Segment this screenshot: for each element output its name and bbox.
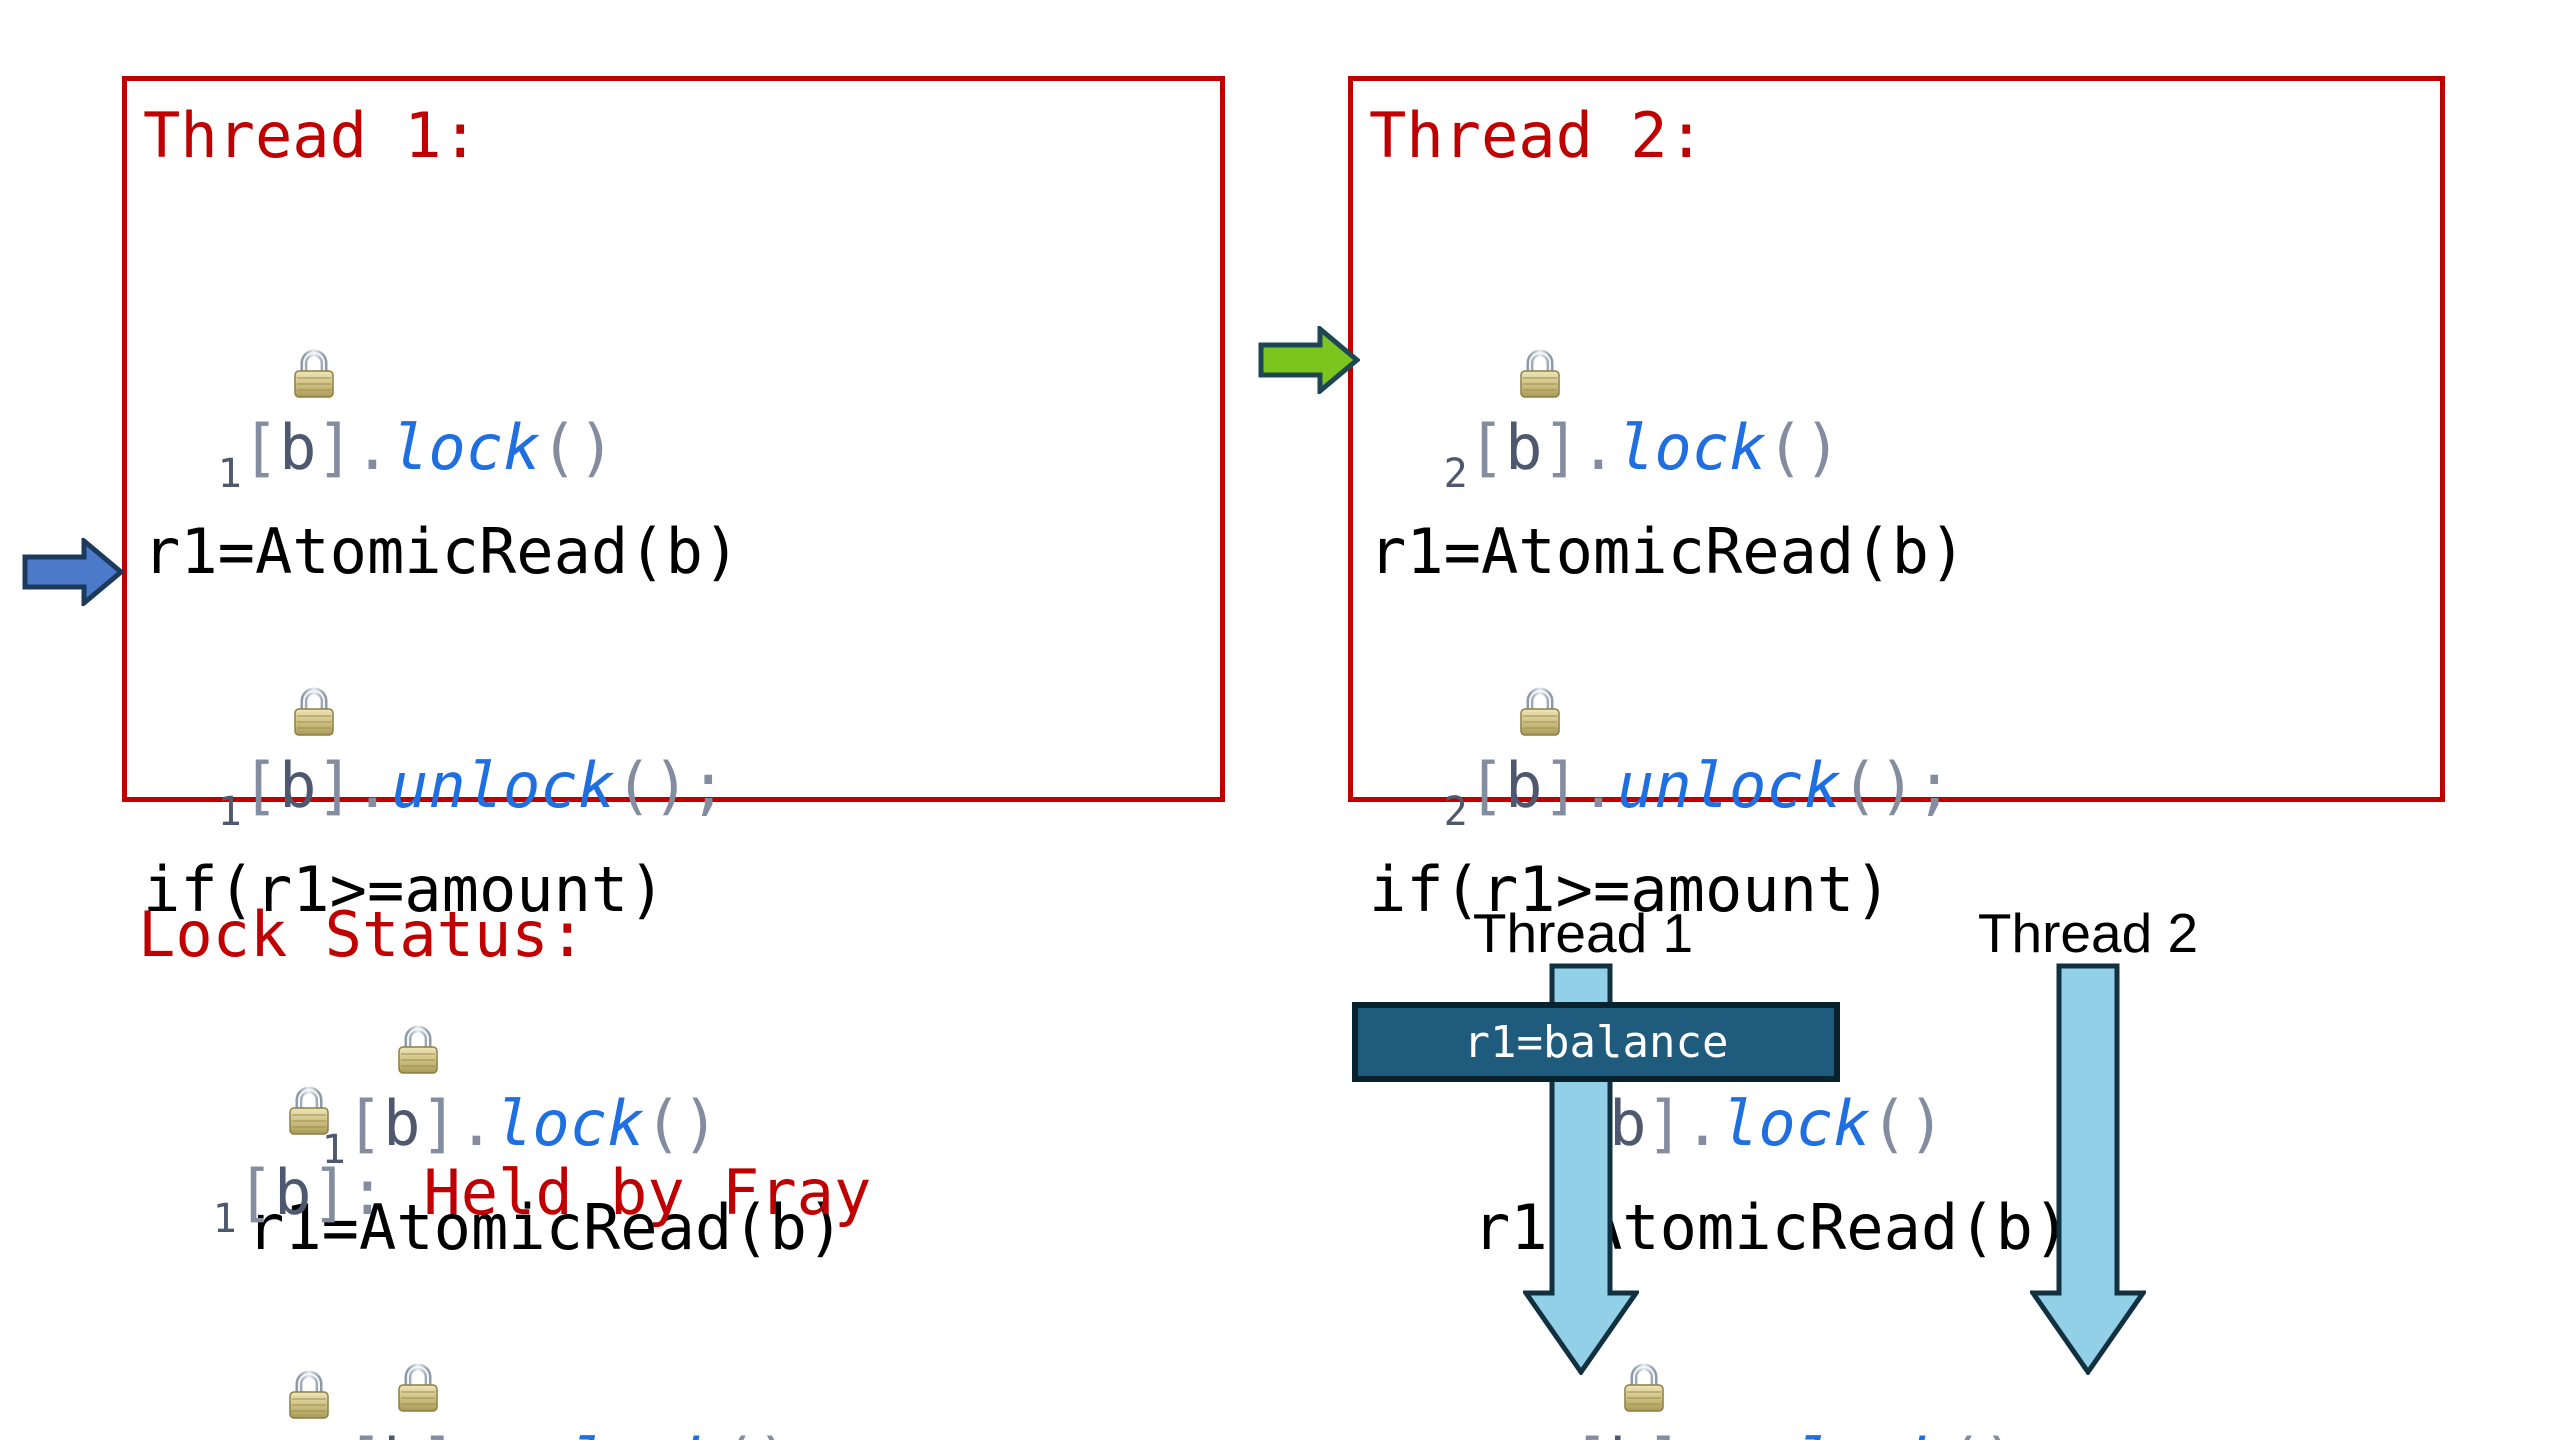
code-token: Held by Fray bbox=[423, 1156, 872, 1229]
code-line: 1[b].unlock(); bbox=[143, 591, 1214, 851]
r1-balance-event-label: r1=balance bbox=[1463, 1016, 1729, 1068]
code-token: lock bbox=[1617, 411, 1767, 484]
code-token: ]. bbox=[316, 411, 392, 484]
code-line: r1=AtomicRead(b) bbox=[143, 513, 1214, 591]
lock-icon bbox=[396, 1361, 440, 1413]
code-token: r1=AtomicRead(b) bbox=[247, 1191, 845, 1264]
lock-subscript: 1 bbox=[217, 451, 242, 497]
lock-status-panel: Lock Status: 1[b]: Held by Fray 2[b]: He… bbox=[138, 892, 871, 1440]
code-token: [ bbox=[236, 1156, 275, 1229]
code-token: ]: bbox=[311, 1156, 424, 1229]
code-line: 2[b].unlock(); bbox=[1369, 591, 2434, 851]
code-token: b bbox=[383, 1425, 420, 1440]
code-token: () bbox=[540, 411, 616, 484]
code-token: r1=AtomicRead(b) bbox=[143, 515, 741, 588]
lock-subscript: 2 bbox=[1443, 451, 1468, 497]
code-token: ]. bbox=[1646, 1087, 1722, 1160]
lock-icon bbox=[1622, 1361, 1666, 1413]
blue-execution-pointer-arrow-icon bbox=[22, 538, 124, 606]
thread1-title: Thread 1: bbox=[143, 99, 479, 172]
code-line: if(r1>=amount) bbox=[143, 851, 1214, 929]
lock-subscript: 1 bbox=[212, 1196, 237, 1242]
code-token: () bbox=[644, 1087, 720, 1160]
code-token: [ bbox=[1572, 1425, 1609, 1440]
lock-icon bbox=[292, 347, 336, 399]
code-token: ]. bbox=[1542, 749, 1618, 822]
code-token: b bbox=[279, 411, 317, 484]
code-token: lock bbox=[1721, 1087, 1871, 1160]
code-token: ]. bbox=[1646, 1425, 1721, 1440]
code-line: 2[b]: Held by T2 bbox=[138, 1262, 871, 1440]
code-line: r1=AtomicRead(b) bbox=[143, 1189, 1214, 1267]
code-token: ]. bbox=[420, 1087, 496, 1160]
code-token: unlock bbox=[495, 1425, 719, 1440]
code-line: 1[b].lock() bbox=[143, 929, 1214, 1189]
code-token: b bbox=[383, 1087, 421, 1160]
code-token: ]. bbox=[420, 1425, 495, 1440]
code-token: [ bbox=[241, 411, 280, 484]
timeline-thread1-label: Thread 1 bbox=[1472, 902, 1694, 964]
timeline-thread2-label: Thread 2 bbox=[1977, 902, 2199, 964]
r1-balance-event-box: r1=balance bbox=[1352, 1002, 1840, 1082]
code-token: r1=AtomicRead(b) bbox=[1369, 515, 1967, 588]
lock-subscript: 1 bbox=[321, 1127, 346, 1173]
lock-status-entries: 1[b]: Held by Fray 2[b]: Held by T2 bbox=[138, 978, 871, 1440]
code-token: ]. bbox=[316, 749, 392, 822]
code-token: [ bbox=[345, 1087, 384, 1160]
code-token: unlock bbox=[391, 749, 616, 822]
lock-icon bbox=[1518, 347, 1562, 399]
code-token: b bbox=[279, 749, 317, 822]
lock-icon bbox=[287, 1084, 331, 1136]
green-execution-pointer-arrow-icon bbox=[1258, 326, 1360, 394]
code-token: if(r1>=amount) bbox=[1369, 853, 1892, 926]
code-token: (); bbox=[719, 1425, 831, 1440]
code-token: (); bbox=[1945, 1425, 2057, 1440]
lock-icon bbox=[292, 685, 336, 737]
code-line: 1[b].lock() bbox=[143, 253, 1214, 513]
code-line: 2[b].lock() bbox=[1369, 253, 2434, 513]
code-token: [ bbox=[346, 1425, 383, 1440]
code-token: (); bbox=[1841, 749, 1954, 822]
code-token: unlock bbox=[1617, 749, 1842, 822]
lock-icon bbox=[1518, 685, 1562, 737]
code-token: unlock bbox=[1721, 1425, 1945, 1440]
code-token: lock bbox=[391, 411, 541, 484]
code-token: (); bbox=[615, 749, 728, 822]
code-token: b bbox=[1609, 1425, 1646, 1440]
lock-subscript: 1 bbox=[217, 789, 242, 835]
code-token: b bbox=[1505, 749, 1543, 822]
code-token: [ bbox=[241, 749, 280, 822]
thread2-title: Thread 2: bbox=[1369, 99, 1705, 172]
code-line: 1[b]: Held by Fray bbox=[138, 978, 871, 1262]
code-token: if(r1>=amount) bbox=[143, 853, 666, 926]
thread1-code-box: Thread 1: 1[b].lock()r1=AtomicRead(b) 1[… bbox=[122, 76, 1225, 1440]
code-token: [ bbox=[1467, 411, 1506, 484]
thread1-code: 1[b].lock()r1=AtomicRead(b) 1[b].unlock(… bbox=[143, 253, 1214, 1440]
code-token: b bbox=[1505, 411, 1543, 484]
code-line: 2[b].unlock(); bbox=[1369, 1267, 2434, 1440]
code-token: () bbox=[1766, 411, 1842, 484]
thread2-code-box: Thread 2: 2[b].lock()r1=AtomicRead(b) 2[… bbox=[1348, 76, 2445, 1440]
lock-status-title: Lock Status: bbox=[138, 898, 586, 971]
code-token: [ bbox=[1467, 749, 1506, 822]
lock-icon bbox=[287, 1368, 331, 1420]
code-token: b bbox=[1609, 1087, 1647, 1160]
code-line: if(r1>=amount) bbox=[1369, 851, 2434, 929]
thread2-timeline-down-arrow-icon bbox=[2030, 963, 2146, 1375]
code-line: 1[b].unlock(); bbox=[143, 1267, 1214, 1440]
code-token: b bbox=[274, 1156, 312, 1229]
code-line: r1=AtomicRead(b) bbox=[1369, 513, 2434, 591]
lock-subscript: 2 bbox=[1443, 789, 1468, 835]
code-token: () bbox=[1870, 1087, 1946, 1160]
code-token: lock bbox=[495, 1087, 645, 1160]
code-token: ]. bbox=[1542, 411, 1618, 484]
lock-icon bbox=[396, 1023, 440, 1075]
